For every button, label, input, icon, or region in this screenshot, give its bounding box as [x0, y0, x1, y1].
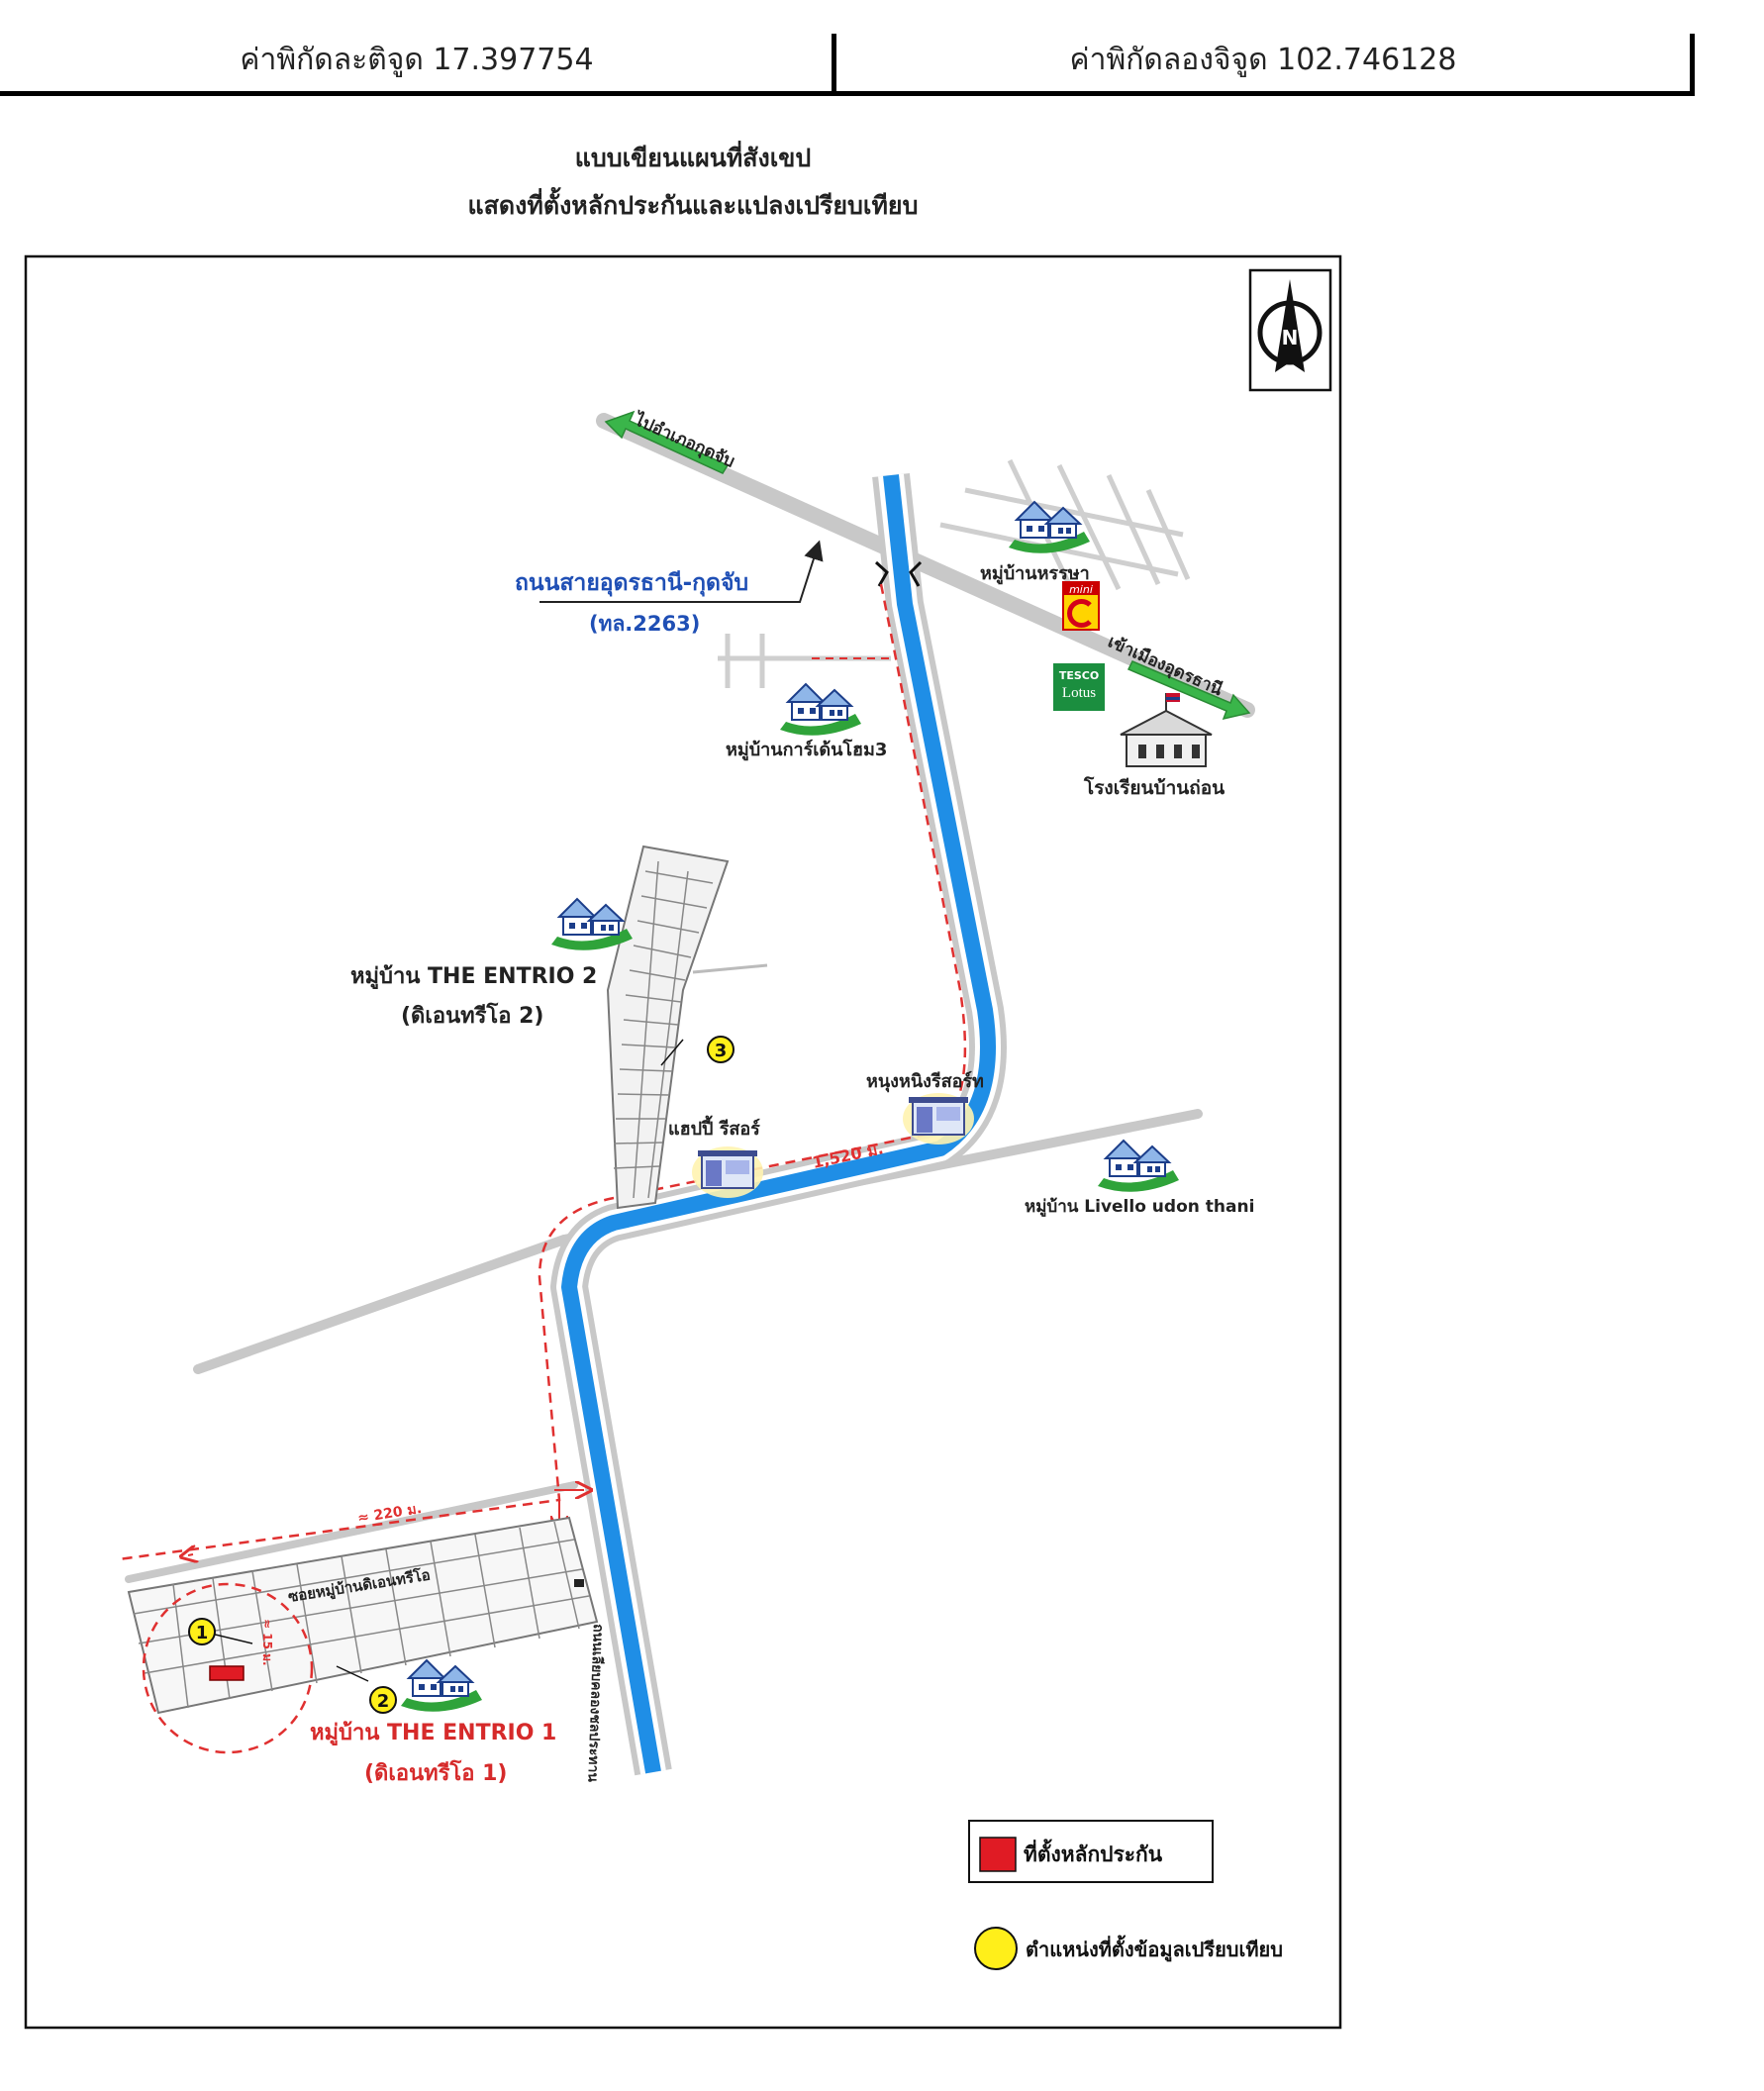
svg-text:N: N: [1282, 326, 1299, 349]
label-road-code: (ทล.2263): [589, 612, 700, 636]
legend-comparable-label: ตำแหน่งที่ตั้งข้อมูลเปรียบเทียบ: [1026, 1935, 1283, 1963]
map-frame: [24, 254, 1342, 2030]
label-garden-home: หมู่บ้านการ์เด้นโฮม3: [726, 739, 887, 761]
svg-text:2: 2: [377, 1691, 390, 1712]
entrio2-subdivision: [606, 845, 768, 1210]
latitude-label: ค่าพิกัดละติจูด 17.397754: [240, 43, 594, 77]
nong-hin-resort-icon: [902, 1092, 975, 1145]
north-arrow-icon: N: [1248, 268, 1332, 392]
legend-collateral-label: ที่ตั้งหลักประกัน: [1024, 1839, 1163, 1866]
collateral-plot: [209, 1665, 245, 1681]
label-entrio1-thai: (ดิเอนทรีโอ 1): [364, 1759, 507, 1786]
marker-1: 1: [188, 1618, 216, 1645]
label-entrio2-thai: (ดิเอนทรีโอ 2): [401, 1002, 543, 1029]
label-to-udon: เข้าเมืองอุดรธานี: [1105, 631, 1226, 700]
label-distance-small: ≈ 15 ม.: [260, 1619, 274, 1666]
label-happy-resort: แฮปปี้ รีสอร์: [668, 1115, 760, 1140]
route-path: [118, 583, 967, 1561]
irrigation-canal: [561, 474, 996, 1774]
mini-c-icon: mini: [1062, 581, 1100, 631]
legend-comparable-swatch: [974, 1927, 1018, 1970]
collateral-radius: [142, 1582, 314, 1754]
arrow-to-kut-chap: [604, 410, 730, 474]
happy-resort-icon: [691, 1145, 764, 1199]
livello-house-icon: [1097, 1140, 1180, 1193]
entrio1-house-icon: [400, 1659, 483, 1713]
entrio1-subdivision: [127, 1039, 684, 1754]
label-village-hansa: หมู่บ้านหรรษา: [980, 563, 1090, 585]
label-entrio1-name: หมู่บ้าน THE ENTRIO 1: [310, 1721, 556, 1746]
tesco-lotus-icon: TESCO Lotus: [1053, 663, 1105, 711]
coordinate-header: ค่าพิกัดละติจูด 17.397754 ค่าพิกัดลองจิจ…: [0, 30, 1695, 96]
header-right-edge: [1690, 34, 1695, 93]
legend-collateral-swatch: [979, 1837, 1017, 1872]
marker-3: 3: [707, 1036, 735, 1063]
longitude-label: ค่าพิกัดลองจิจูด 102.746128: [1069, 43, 1457, 77]
header-rule: [0, 91, 1695, 96]
map-subtitle: แสดงที่ตั้งหลักประกันและแปลงเปรียบเทียบ: [467, 191, 919, 220]
school-icon: [1120, 693, 1213, 767]
map-legend: ที่ตั้งหลักประกัน ตำแหน่งที่ตั้งข้อมูลเป…: [968, 1820, 1283, 1970]
map-labels: ไปอำเภอกุดจับ ถนนสายอุดรธานี-กุดจับ (ทล.…: [260, 409, 1254, 1786]
road-name-pointer: [539, 540, 824, 603]
label-nong-hin-resort: หนุงหนิงรีสอร์ท: [866, 1070, 984, 1093]
garden-home-house-icon: [779, 683, 862, 737]
label-school: โรงเรียนบ้านถ่อน: [1083, 776, 1225, 799]
header-separator: [832, 34, 836, 93]
entrio2-house-icon: [550, 898, 634, 951]
marker-2: 2: [369, 1686, 397, 1714]
label-canal-road: ถนนเลียบคลองชลประทาน: [584, 1624, 606, 1783]
svg-text:Lotus: Lotus: [1062, 685, 1096, 701]
svg-text:TESCO: TESCO: [1059, 669, 1099, 682]
svg-text:mini: mini: [1069, 583, 1093, 596]
bridge-icon: [874, 560, 923, 587]
svg-text:3: 3: [715, 1041, 728, 1061]
label-livello: หมู่บ้าน Livello udon thani: [1025, 1197, 1254, 1218]
map-title: แบบเขียนแผนที่สังเขป: [574, 144, 812, 172]
arrow-to-udon: [1127, 660, 1251, 721]
label-road-name: ถนนสายอุดรธานี-กุดจับ: [515, 570, 748, 597]
svg-text:1: 1: [196, 1623, 209, 1643]
label-entrio2-name: หมู่บ้าน THE ENTRIO 2: [350, 964, 597, 990]
